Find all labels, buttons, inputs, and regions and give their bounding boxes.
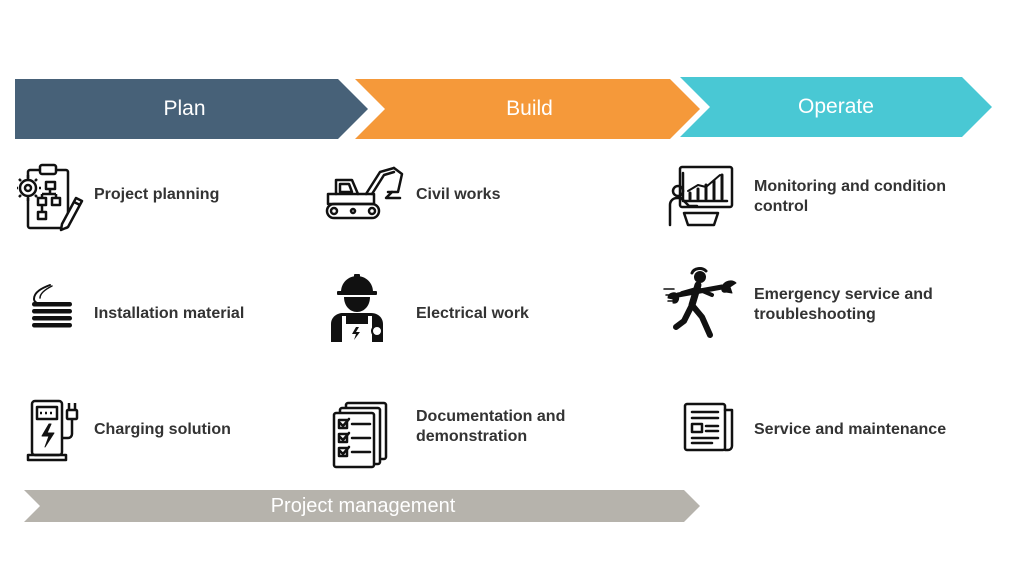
project-management-arrow: Project management — [24, 490, 700, 522]
monitoring-chart-icon — [668, 165, 734, 227]
checklist-documents-icon — [332, 401, 388, 469]
item-label-installation-material: Installation material — [94, 305, 245, 322]
phase-arrow-build: Build — [355, 79, 700, 139]
phase-label-plan: Plan — [163, 97, 206, 120]
ev-charger-icon — [26, 399, 79, 462]
project-management-label: Project management — [270, 494, 456, 517]
excavator-icon — [325, 166, 404, 220]
running-mechanic-icon — [663, 267, 737, 338]
item-label-service-and-maintenance: Service and maintenance — [754, 421, 947, 438]
cable-coil-icon — [32, 284, 72, 328]
item-label-monitoring-and-condition-control: Monitoring and condition control — [754, 178, 946, 215]
phase-arrow-operate: Operate — [680, 77, 992, 137]
phase-arrow-plan: Plan — [15, 79, 368, 139]
item-label-electrical-work: Electrical work — [416, 305, 529, 322]
item-label-charging-solution: Charging solution — [94, 421, 231, 438]
service-document-icon — [683, 402, 734, 452]
phase-label-build: Build — [506, 97, 553, 120]
item-label-civil-works: Civil works — [416, 186, 501, 203]
project-planning-icon — [17, 163, 84, 232]
item-label-project-planning: Project planning — [94, 186, 220, 203]
item-label-emergency-service-and-troubleshooting: Emergency service and troubleshooting — [754, 286, 933, 323]
electrician-icon — [331, 274, 383, 342]
item-label-documentation-and-demonstration: Documentation and demonstration — [416, 408, 566, 445]
phase-label-operate: Operate — [798, 95, 874, 118]
